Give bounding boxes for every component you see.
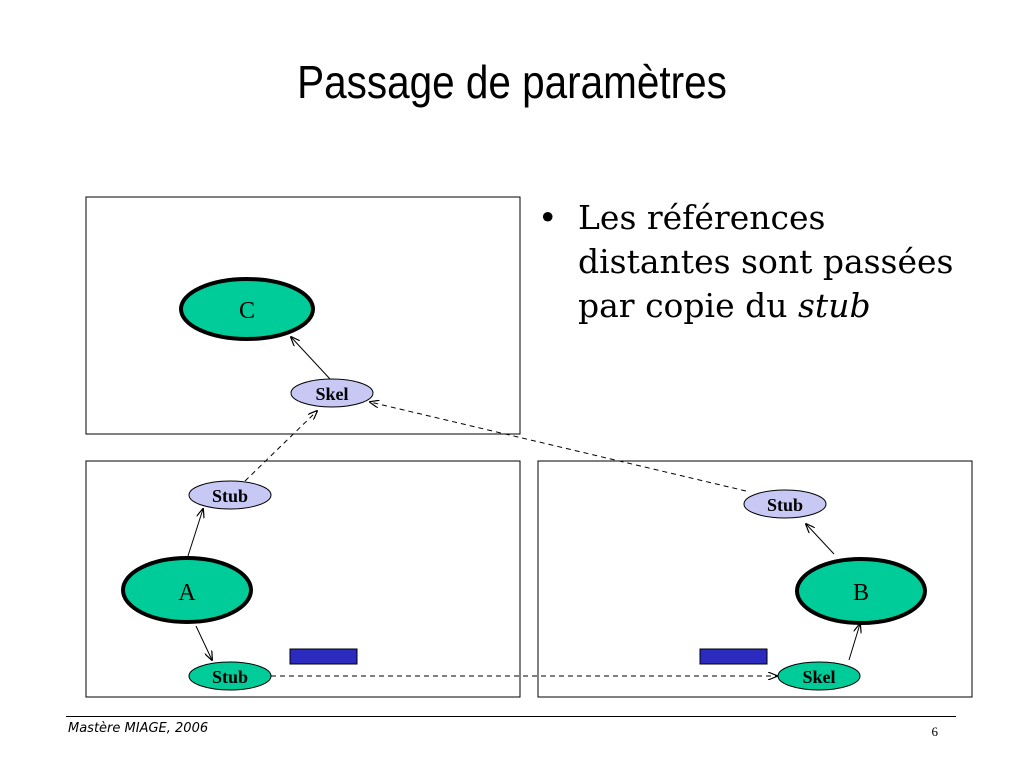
stub-a-top [188,480,272,510]
page-number: 6 [931,724,939,739]
footer-divider [66,716,956,717]
arrow-skel-to-b [848,624,860,661]
stub-a-top-label: Stub [212,486,248,506]
skel-top [290,378,374,408]
skel-b-bottom [777,661,861,691]
stub-a-bottom-label: Stub [212,667,248,687]
bullet-emphasis: stub [798,286,871,325]
bullet-main-text: Les références distantes sont passées pa… [578,198,954,325]
machine-frame-bottom-left [85,460,521,698]
object-c-label: C [239,298,255,324]
skel-b-bottom-label: Skel [802,667,835,687]
bullet-text: Les références distantes sont passées pa… [578,196,968,328]
dashed-stub-b-to-skel [370,402,747,492]
machine-frame-top [85,196,521,435]
arrow-a-to-stub-bottom [195,625,212,660]
stub-b-top [743,489,827,519]
arrow-b-to-stub [806,524,835,555]
arrow-a-to-stub-top [187,509,203,557]
dashed-stub-a-to-skel [244,411,317,482]
object-a-label: A [178,580,196,606]
bullet-point: • Les références distantes sont passées … [538,196,968,328]
parameter-block-right [699,648,768,665]
arrow-skel-to-c [291,337,331,380]
object-b-label: B [853,580,869,606]
machine-frame-bottom-right [537,460,973,698]
object-b [795,557,927,625]
parameter-block-left [289,648,358,665]
stub-b-top-label: Stub [767,495,803,515]
object-c [179,277,315,341]
stub-a-bottom [188,661,272,691]
slide-title: Passage de paramètres [297,56,727,108]
object-a [121,556,253,624]
bullet-dot-icon: • [538,198,558,237]
footer-course: Mastère MIAGE, 2006 [68,721,209,736]
skel-top-label: Skel [315,384,348,404]
